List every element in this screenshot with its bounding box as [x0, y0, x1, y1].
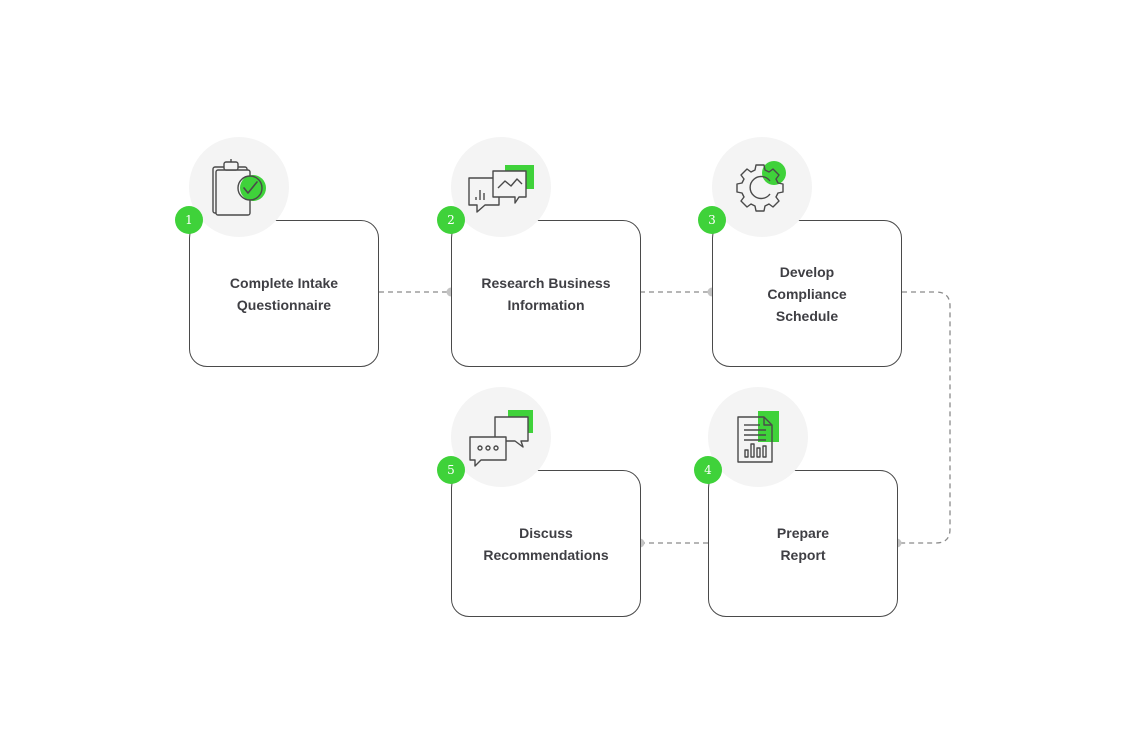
chat-bubbles-icon — [451, 387, 551, 487]
step-number-badge: 1 — [175, 206, 203, 234]
step-label: Complete Intake Questionnaire — [229, 274, 339, 313]
step-number-badge: 2 — [437, 206, 465, 234]
step-card: Develop Compliance Schedule — [712, 220, 902, 367]
step-number-badge: 4 — [694, 456, 722, 484]
step-card: Discuss Recommendations — [451, 470, 641, 617]
step-number-badge: 3 — [698, 206, 726, 234]
connector-3-4 — [897, 291, 951, 544]
clipboard-check-icon — [189, 137, 289, 237]
step-label: Prepare Report — [776, 524, 830, 563]
step-card: Prepare Report — [708, 470, 898, 617]
step-card: Research Business Information — [451, 220, 641, 367]
step-card: Complete Intake Questionnaire — [189, 220, 379, 367]
chat-chart-icon — [451, 137, 551, 237]
step-label: Discuss Recommendations — [483, 524, 609, 563]
step-label: Research Business Information — [481, 274, 611, 313]
report-document-icon — [708, 387, 808, 487]
gear-icon — [712, 137, 812, 237]
step-number-badge: 5 — [437, 456, 465, 484]
step-label: Develop Compliance Schedule — [767, 263, 847, 324]
